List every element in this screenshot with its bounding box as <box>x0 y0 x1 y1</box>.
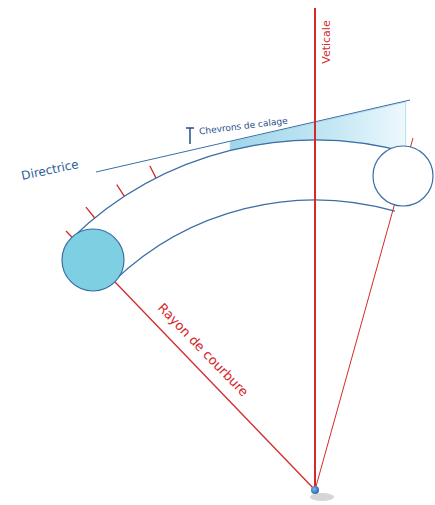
pipe-end-section <box>373 146 433 206</box>
vertical-line <box>314 8 316 490</box>
pipe-inner-edge <box>114 200 395 281</box>
pipe-outer-edge <box>72 140 412 238</box>
center-point <box>311 486 319 494</box>
radius-label: Rayon de courbure <box>155 301 251 400</box>
vertical-label: Veticale <box>321 20 333 63</box>
chevron-ticks <box>86 166 156 218</box>
chevron-tick <box>117 185 125 197</box>
leader-line <box>189 128 191 144</box>
directrice-label: Directrice <box>20 159 80 184</box>
directrice-line <box>96 100 410 172</box>
chevron-tick <box>86 207 95 218</box>
chevron-tick <box>150 166 156 178</box>
leader-line <box>186 127 194 129</box>
point-shadow <box>310 493 334 501</box>
pipe-end-section <box>62 229 124 291</box>
